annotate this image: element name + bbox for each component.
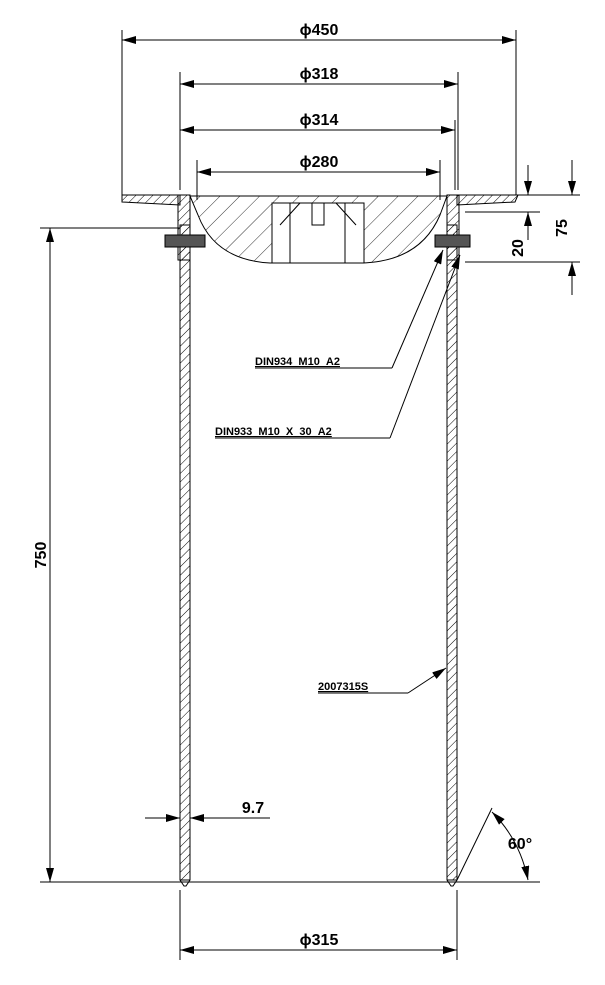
dim-diameter-450: ϕ450 [300, 22, 339, 39]
pipe-body [179, 224, 458, 887]
drain-flange [121, 194, 519, 264]
dim-wall-thickness: 9.7 [242, 800, 264, 817]
dim-diameter-314: ϕ314 [300, 112, 339, 129]
dimension-lines [46, 36, 576, 954]
dim-diameter-315: ϕ315 [300, 932, 339, 949]
label-pipe: 2007315S [318, 681, 368, 693]
dim-height-75: 75 [554, 219, 571, 237]
dim-height-20: 20 [510, 239, 527, 257]
dim-diameter-280: ϕ280 [300, 154, 339, 171]
dim-diameter-318: ϕ318 [300, 66, 339, 83]
label-nut: DIN934_M10_A2 [255, 356, 340, 368]
dim-chamfer-angle: 60° [508, 836, 532, 853]
dim-height-750: 750 [33, 542, 50, 569]
leader-lines [215, 249, 461, 694]
label-bolt: DIN933_M10_X_30_A2 [215, 426, 332, 438]
